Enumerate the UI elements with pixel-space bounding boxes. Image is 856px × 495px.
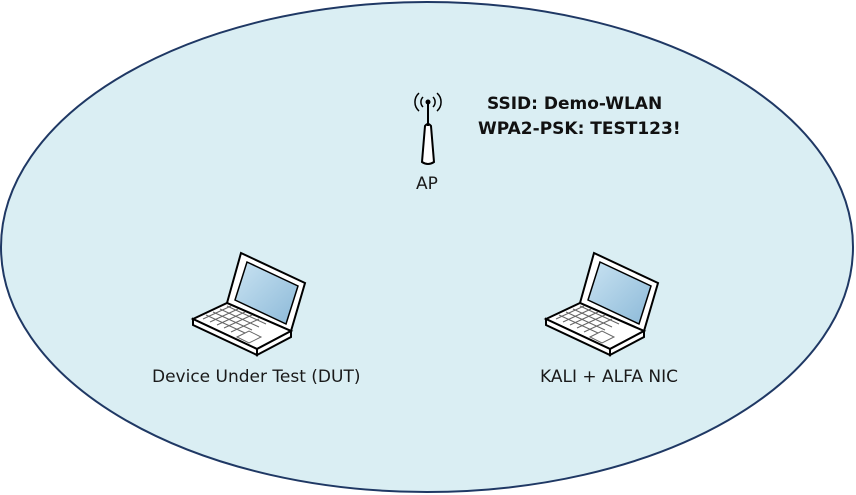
psk-label: WPA2-PSK: TEST123! (478, 119, 681, 139)
ap-label: AP (416, 174, 438, 194)
dut-label: Device Under Test (DUT) (152, 367, 361, 387)
kali-label: KALI + ALFA NIC (540, 367, 678, 387)
wireless-access-point-icon (414, 92, 442, 165)
ssid-label: SSID: Demo-WLAN (487, 94, 663, 114)
